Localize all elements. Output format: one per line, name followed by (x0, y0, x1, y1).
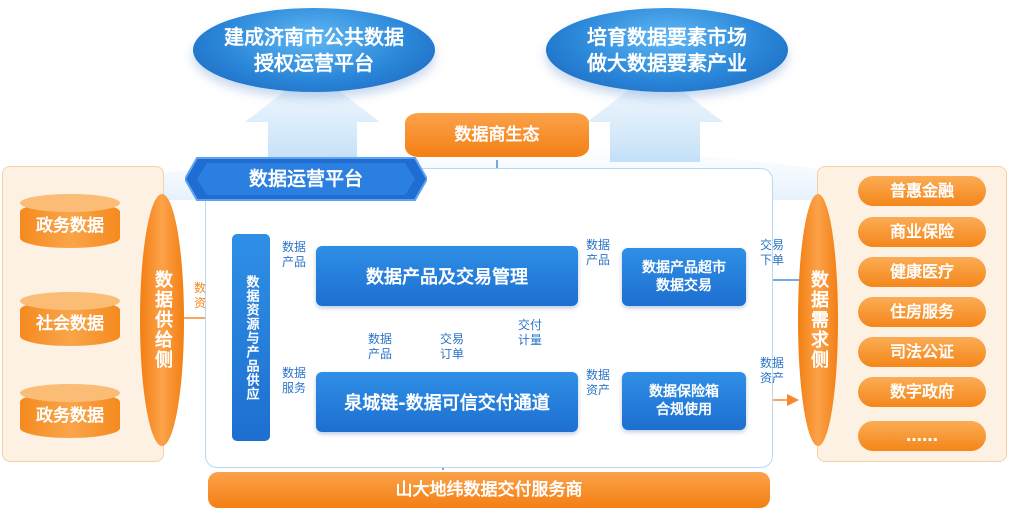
demand-item-2: 商业保险 (858, 217, 986, 247)
demand-side-label: 数据需求侧 (798, 194, 838, 446)
label-product-right: 数据产品 (585, 238, 610, 267)
label-service: 数据服务 (281, 366, 306, 395)
label-billing: 交付计量 (517, 318, 542, 347)
goal-right-line2: 做大数据要素产业 (587, 51, 747, 75)
supply-item-3-label: 政务数据 (36, 406, 104, 426)
supply-item-1: 政务数据 (20, 194, 120, 256)
goal-right-line1: 培育数据要素市场 (587, 25, 747, 49)
supply-item-2-label: 社会数据 (36, 314, 104, 334)
label-product-top: 数据产品 (281, 240, 306, 269)
goal-left-line2: 授权运营平台 (254, 51, 374, 75)
trade-management-box: 数据产品及交易管理 (316, 246, 578, 306)
label-order: 交易订单 (439, 332, 464, 361)
ecosystem-box: 数据商生态 (405, 113, 589, 157)
supply-item-1-label: 政务数据 (36, 216, 104, 236)
goal-right-ellipse: 培育数据要素市场 做大数据要素产业 (546, 8, 788, 92)
goal-left-ellipse: 建成济南市公共数据 授权运营平台 (193, 8, 435, 92)
demand-item-5: 司法公证 (858, 337, 986, 367)
product-market-box: 数据产品超市数据交易 (622, 248, 746, 306)
demand-item-3: 健康医疗 (858, 257, 986, 287)
data-safe-box: 数据保险箱合规使用 (622, 372, 746, 430)
goal-left-line1: 建成济南市公共数据 (224, 25, 404, 49)
platform-title: 数据运营平台 (248, 168, 363, 190)
supply-item-3: 政务数据 (20, 384, 120, 446)
demand-item-6: 数字政府 (858, 377, 986, 407)
demand-item-4: 住房服务 (858, 297, 986, 327)
service-provider-bar: 山大地纬数据交付服务商 (208, 472, 770, 508)
chain-delivery-box: 泉城链-数据可信交付通道 (316, 372, 578, 432)
ecosystem-label: 数据商生态 (454, 125, 540, 145)
supply-item-2: 社会数据 (20, 292, 120, 354)
resource-supply-box: 数据资源与产品供应 (232, 234, 270, 441)
label-asset-out: 数据资产 (759, 356, 784, 385)
supply-side-label: 数据供给侧 (140, 194, 184, 446)
label-trade-order: 交易下单 (759, 238, 784, 267)
demand-item-1: 普惠金融 (858, 176, 986, 206)
demand-item-7: …… (858, 421, 986, 451)
label-asset-right: 数据资产 (585, 368, 610, 397)
label-product-down: 数据产品 (367, 332, 392, 361)
platform-banner: 数据运营平台 (185, 156, 427, 202)
